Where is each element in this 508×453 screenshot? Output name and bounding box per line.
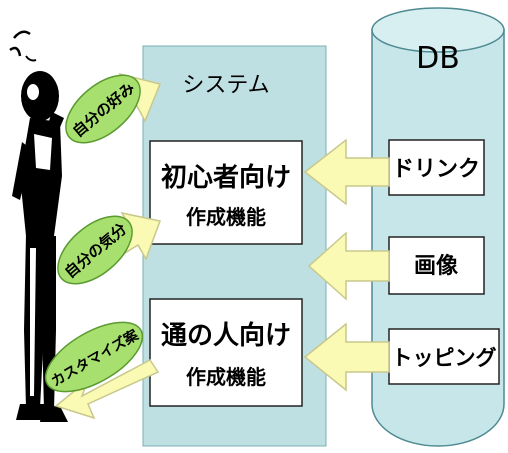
system-title: システム — [182, 73, 269, 98]
arrow-drink-to-beginner — [303, 138, 390, 206]
function-expert-subtitle: 作成機能 — [186, 365, 266, 389]
db-title: DB — [416, 41, 460, 76]
ellipse-mood: 自分の気分 — [57, 215, 133, 285]
arrow-image-to-functions — [307, 231, 390, 301]
db-item-drink — [388, 139, 485, 196]
ellipse-preference: 自分の好み — [65, 74, 141, 144]
person-figure — [9, 30, 68, 422]
db-item-drink-label: ドリンク — [392, 157, 480, 182]
function-beginner-title: 初心者向け — [161, 162, 291, 193]
function-expert-title: 通の人向け — [161, 320, 291, 351]
db-item-topping-label: トッピング — [392, 346, 497, 370]
db-item-image — [388, 236, 485, 295]
function-beginner-subtitle: 作成機能 — [186, 205, 266, 229]
db-item-image-label: 画像 — [414, 253, 459, 279]
arrow-topping-to-expert — [303, 322, 390, 392]
arrow-system-to-custom-plan — [54, 359, 160, 420]
function-box-expert — [149, 298, 303, 407]
function-box-beginner — [149, 140, 303, 245]
